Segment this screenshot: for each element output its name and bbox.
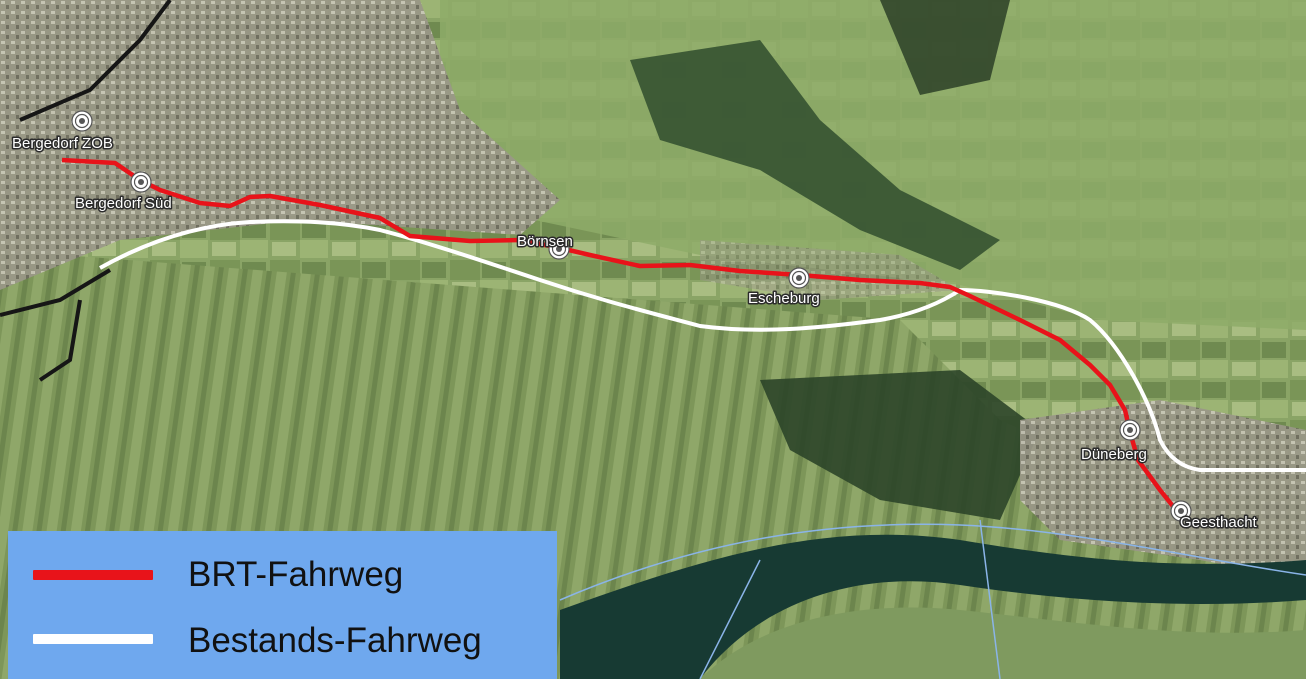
stop-labels: Bergedorf ZOB Bergedorf SüdBörnsenEschebu…	[11, 134, 1260, 533]
geesthacht-urban-area	[1020, 400, 1306, 580]
escheburg-settlement	[700, 240, 960, 300]
forest-south	[760, 370, 1040, 520]
existing-route-line	[99, 219, 1306, 472]
stop-marker-boersen	[548, 238, 570, 260]
stop-marker-dueneberg	[1119, 419, 1141, 441]
railway-line	[0, 0, 172, 382]
stop-marker-bergedorf-zob	[71, 110, 93, 132]
stop-markers	[71, 110, 1192, 522]
stop-marker-geesthacht	[1170, 500, 1192, 522]
forest-northeast	[880, 0, 1010, 95]
stop-marker-escheburg	[788, 267, 810, 289]
legend-swatch-brt	[33, 570, 153, 580]
bergedorf-urban-area	[0, 0, 560, 290]
stop-label-escheburg: Escheburg	[748, 290, 820, 307]
stop-label-dueneberg: Düneberg	[1081, 446, 1147, 463]
legend-row-brt: BRT-Fahrweg	[8, 545, 557, 605]
stop-label-boersen: Börnsen	[517, 233, 573, 250]
legend-label-brt: BRT-Fahrweg	[188, 555, 404, 594]
legend-row-existing: Bestands-Fahrweg	[8, 609, 557, 669]
stop-label-geesthacht: Geesthacht	[1180, 514, 1258, 531]
legend-swatch-existing	[33, 634, 153, 644]
river-shore	[700, 607, 1306, 679]
blue-waterway-lines	[559, 519, 1306, 679]
brt-route-line	[61, 157, 1178, 512]
legend-label-existing: Bestands-Fahrweg	[188, 621, 482, 660]
stop-label-bergedorf-sued: Bergedorf Süd	[75, 195, 172, 212]
elbe-river	[560, 534, 1306, 679]
map-legend: BRT-Fahrweg Bestands-Fahrweg	[8, 531, 557, 679]
stop-label-bergedorf-zob: Bergedorf ZOB	[12, 135, 113, 152]
forest-areas	[630, 40, 1000, 270]
stop-marker-bergedorf-sued	[130, 171, 152, 193]
